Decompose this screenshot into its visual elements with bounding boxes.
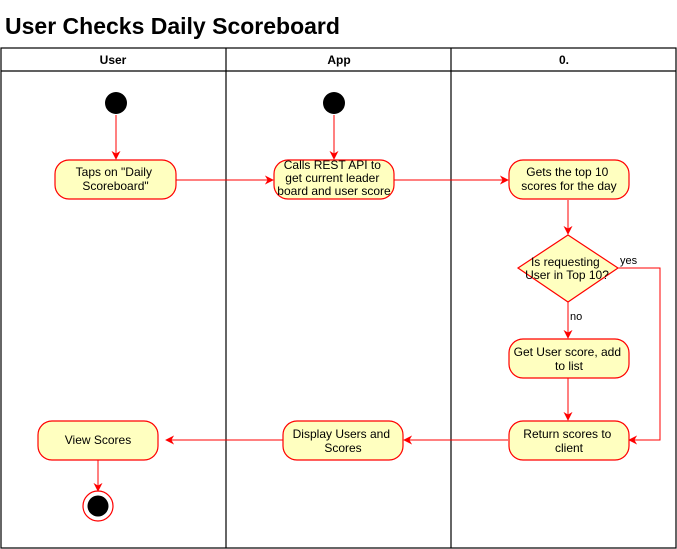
activity-view-scores: View Scores [37, 420, 159, 461]
start-node-user [105, 92, 127, 114]
svg-text:Gets the top 10 scores f: Gets the top 10 scores for the day [521, 165, 616, 193]
end-node [82, 490, 114, 522]
node-text-line: View Scores [65, 433, 131, 447]
lane-label-app: App [327, 53, 350, 67]
edge-decision-yes [618, 267, 661, 445]
edge-label-yes: yes [620, 255, 638, 267]
lane-label-user: User [100, 53, 127, 67]
swimlanes [0, 47, 677, 549]
svg-text:Taps on "Daily Scoreboar: Taps on "Daily Scoreboard" [76, 165, 156, 193]
edge-label-no: no [570, 311, 582, 323]
svg-text:Is requesting User in To: Is requesting User in Top 10? [525, 255, 609, 282]
node-text-line: Return scores to [523, 427, 611, 441]
node-text-line: client [555, 441, 584, 455]
node-text-line: Scores [324, 441, 361, 455]
svg-text:View Scores: View Scores [65, 433, 131, 447]
activity-gets-top-10: Gets the top 10 scores for the day [508, 159, 630, 200]
activity-display-users-scores: Display Users and Scores [282, 420, 404, 461]
lane-label-server: 0. [559, 53, 569, 67]
node-text-line: scores for the day [521, 179, 616, 193]
activity-get-user-score: Get User score, add to list [508, 338, 630, 379]
activity-calls-rest-api: Calls REST API to get current leader boa… [273, 158, 395, 200]
svg-text:Get User score, add to l: Get User score, add to list [514, 345, 625, 373]
svg-text:Display Users and Scores: Display Users and Scores [293, 427, 394, 455]
activity-taps-daily-scoreboard: Taps on "Daily Scoreboard" [54, 159, 177, 200]
node-text-line: Calls REST API to [284, 158, 381, 172]
node-text-line: get current leader [285, 171, 379, 185]
node-text-line: to list [555, 359, 584, 373]
svg-text:Calls REST API to get cu: Calls REST API to get current leader boa… [277, 158, 391, 198]
node-text-line: Get User score, add [514, 345, 621, 359]
edges [93, 115, 661, 492]
node-text-line: Is requesting [531, 255, 600, 269]
diagram-title: User Checks Daily Scoreboard [5, 13, 340, 39]
node-text-line: Scoreboard" [82, 179, 148, 193]
node-text-line: Taps on "Daily [76, 165, 152, 179]
node-text-line: Gets the top 10 [526, 165, 608, 179]
activity-return-scores: Return scores to client [508, 420, 630, 461]
node-text-line: board and user score [277, 184, 391, 198]
node-text-line: Display Users and [293, 427, 390, 441]
start-node-app [323, 92, 345, 114]
svg-text:Return scores to client: Return scores to client [523, 427, 614, 455]
decision-in-top-10: Is requesting User in Top 10? [516, 234, 620, 303]
node-text-line: User in Top 10? [525, 268, 609, 282]
